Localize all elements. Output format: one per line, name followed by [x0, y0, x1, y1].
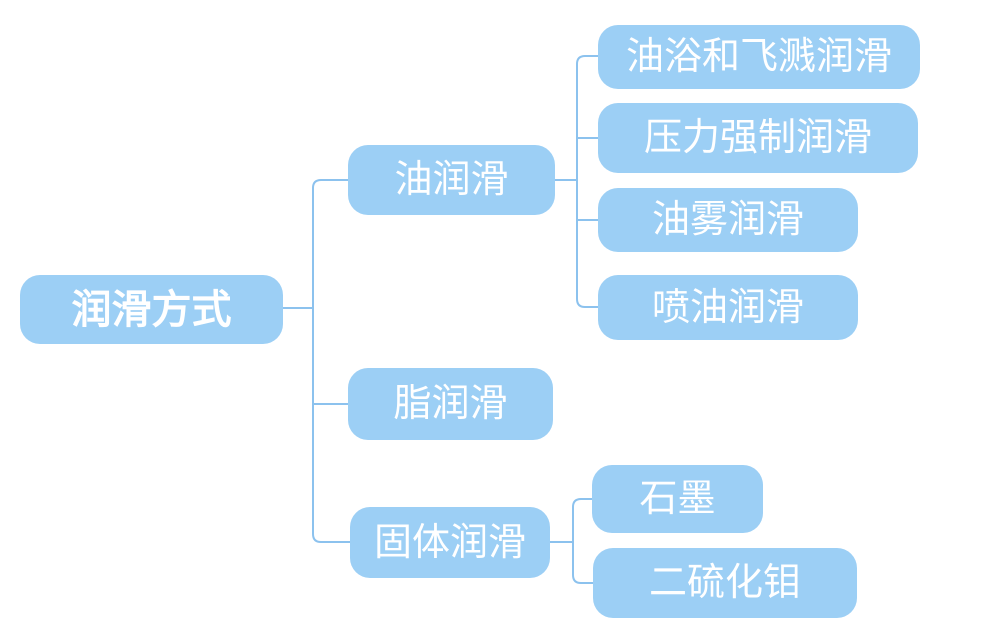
leaf-node-oil-mist-lubrication[interactable]: 油雾润滑	[598, 188, 858, 252]
branch-node-solid-lubrication[interactable]: 固体润滑	[350, 507, 550, 578]
leaf-node-oil-bath-splash-lubrication[interactable]: 油浴和飞溅润滑	[598, 25, 920, 89]
branch-node-grease-lubrication[interactable]: 脂润滑	[348, 368, 553, 440]
connector-main-bus	[312, 179, 351, 543]
branch-node-oil-lubrication[interactable]: 油润滑	[348, 145, 555, 215]
connector-oil-bus	[576, 55, 599, 308]
root-node-lubrication-method[interactable]: 润滑方式	[20, 275, 283, 344]
leaf-node-graphite[interactable]: 石墨	[592, 465, 763, 533]
leaf-node-molybdenum-disulfide[interactable]: 二硫化钼	[593, 548, 857, 618]
leaf-node-pressure-forced-lubrication[interactable]: 压力强制润滑	[598, 103, 918, 173]
connector-solid-bus	[572, 498, 594, 584]
leaf-node-oil-spray-lubrication[interactable]: 喷油润滑	[598, 275, 858, 340]
